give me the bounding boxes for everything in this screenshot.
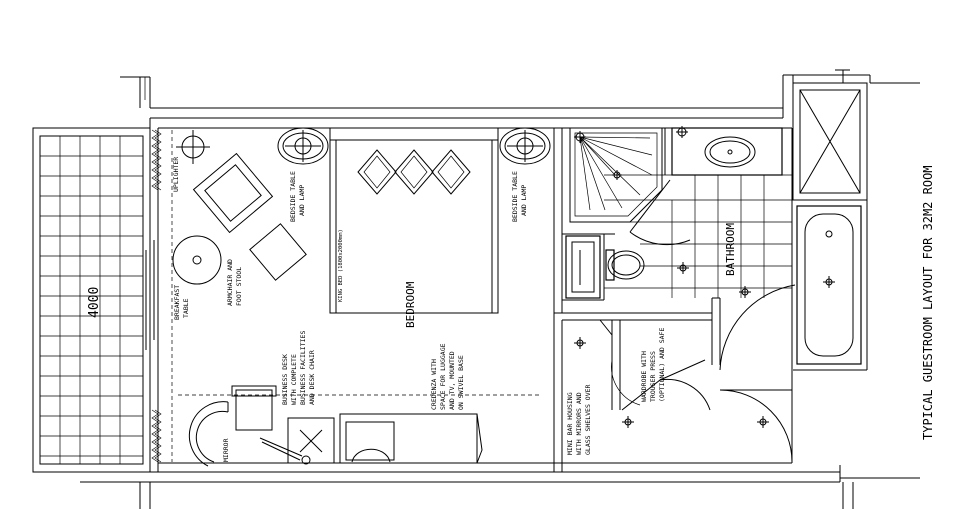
bathroom-door xyxy=(629,179,691,246)
bathtub xyxy=(796,205,862,365)
credenza-label-2: SPACE FOR LUGGAGE xyxy=(439,343,447,410)
desk-label-4: AND DESK CHAIR xyxy=(308,350,316,405)
toilet xyxy=(605,249,645,281)
walls xyxy=(80,69,920,509)
minibar-label-1: MINI BAR HOUSING xyxy=(566,392,574,455)
labels: UPLIGHTER ARMCHAIR AND FOOT STOOL BREAKF… xyxy=(172,157,666,462)
bedside-left-label-2: AND LAMP xyxy=(298,185,306,216)
desk-label-2: WITH COMPLETE xyxy=(290,354,298,405)
credenza xyxy=(339,413,483,464)
desk-label-1: BUSINESS DESK xyxy=(281,354,289,405)
armchair-label-1: ARMCHAIR AND xyxy=(226,259,234,306)
bathroom-label: BATHROOM xyxy=(724,223,737,276)
credenza-label-4: ON SWIVEL BASE xyxy=(457,355,465,410)
uplighter-label: UPLIGHTER xyxy=(172,157,180,192)
bedside-right-label-1: BEDSIDE TABLE xyxy=(511,171,519,222)
dimension-label: 4000 xyxy=(87,287,102,318)
drawing-title: TYPICAL GUESTROOM LAYOUT FOR 32M2 ROOM xyxy=(921,165,935,440)
breakfast-label-2: TABLE xyxy=(182,298,190,318)
curtains xyxy=(151,129,162,463)
breakfast-table xyxy=(172,235,222,285)
bedroom-label: BEDROOM xyxy=(404,281,417,328)
credenza-label-3: AND TV, MOUNTED xyxy=(448,351,456,410)
mirror-label: MIRROR xyxy=(222,438,230,462)
king-bed xyxy=(329,127,499,314)
basin xyxy=(671,126,783,176)
mirror xyxy=(188,401,229,467)
minibar-label-3: GLASS SHELVES OVER xyxy=(584,384,592,455)
credenza-label-1: CREDENZA WITH xyxy=(430,359,438,410)
bedside-table-left xyxy=(277,127,329,165)
bedside-left-label-1: BEDSIDE TABLE xyxy=(289,171,297,222)
armchair-label-2: FOOT STOOL xyxy=(235,267,243,306)
bedside-table-right xyxy=(499,127,551,165)
vanity xyxy=(565,235,601,299)
desk-label-3: BUSINESS FACILITIES xyxy=(299,331,307,405)
entry-door xyxy=(719,284,796,463)
uplighter xyxy=(176,130,210,164)
desk-chair xyxy=(231,385,303,461)
wardrobe-label-3: (OPTIONAL) AND SAFE xyxy=(658,328,666,402)
fixtures xyxy=(574,171,769,428)
minibar-label-2: WITH MIRRORS AND xyxy=(575,392,583,455)
wardrobe-label-1: WARDROBE WITH xyxy=(640,351,648,402)
balcony xyxy=(32,127,155,473)
wardrobe xyxy=(611,359,711,411)
breakfast-label-1: BREAKFAST xyxy=(173,285,181,320)
armchair xyxy=(192,152,307,281)
business-desk xyxy=(287,417,335,465)
king-bed-label: KING BED (1800x2000mm) xyxy=(338,229,344,302)
partitions xyxy=(553,128,721,472)
bathroom-tiles xyxy=(604,174,792,298)
service-shaft xyxy=(792,82,868,201)
wardrobe-label-2: TROUSER PRESS xyxy=(649,351,657,402)
bedside-right-label-2: AND LAMP xyxy=(520,185,528,216)
